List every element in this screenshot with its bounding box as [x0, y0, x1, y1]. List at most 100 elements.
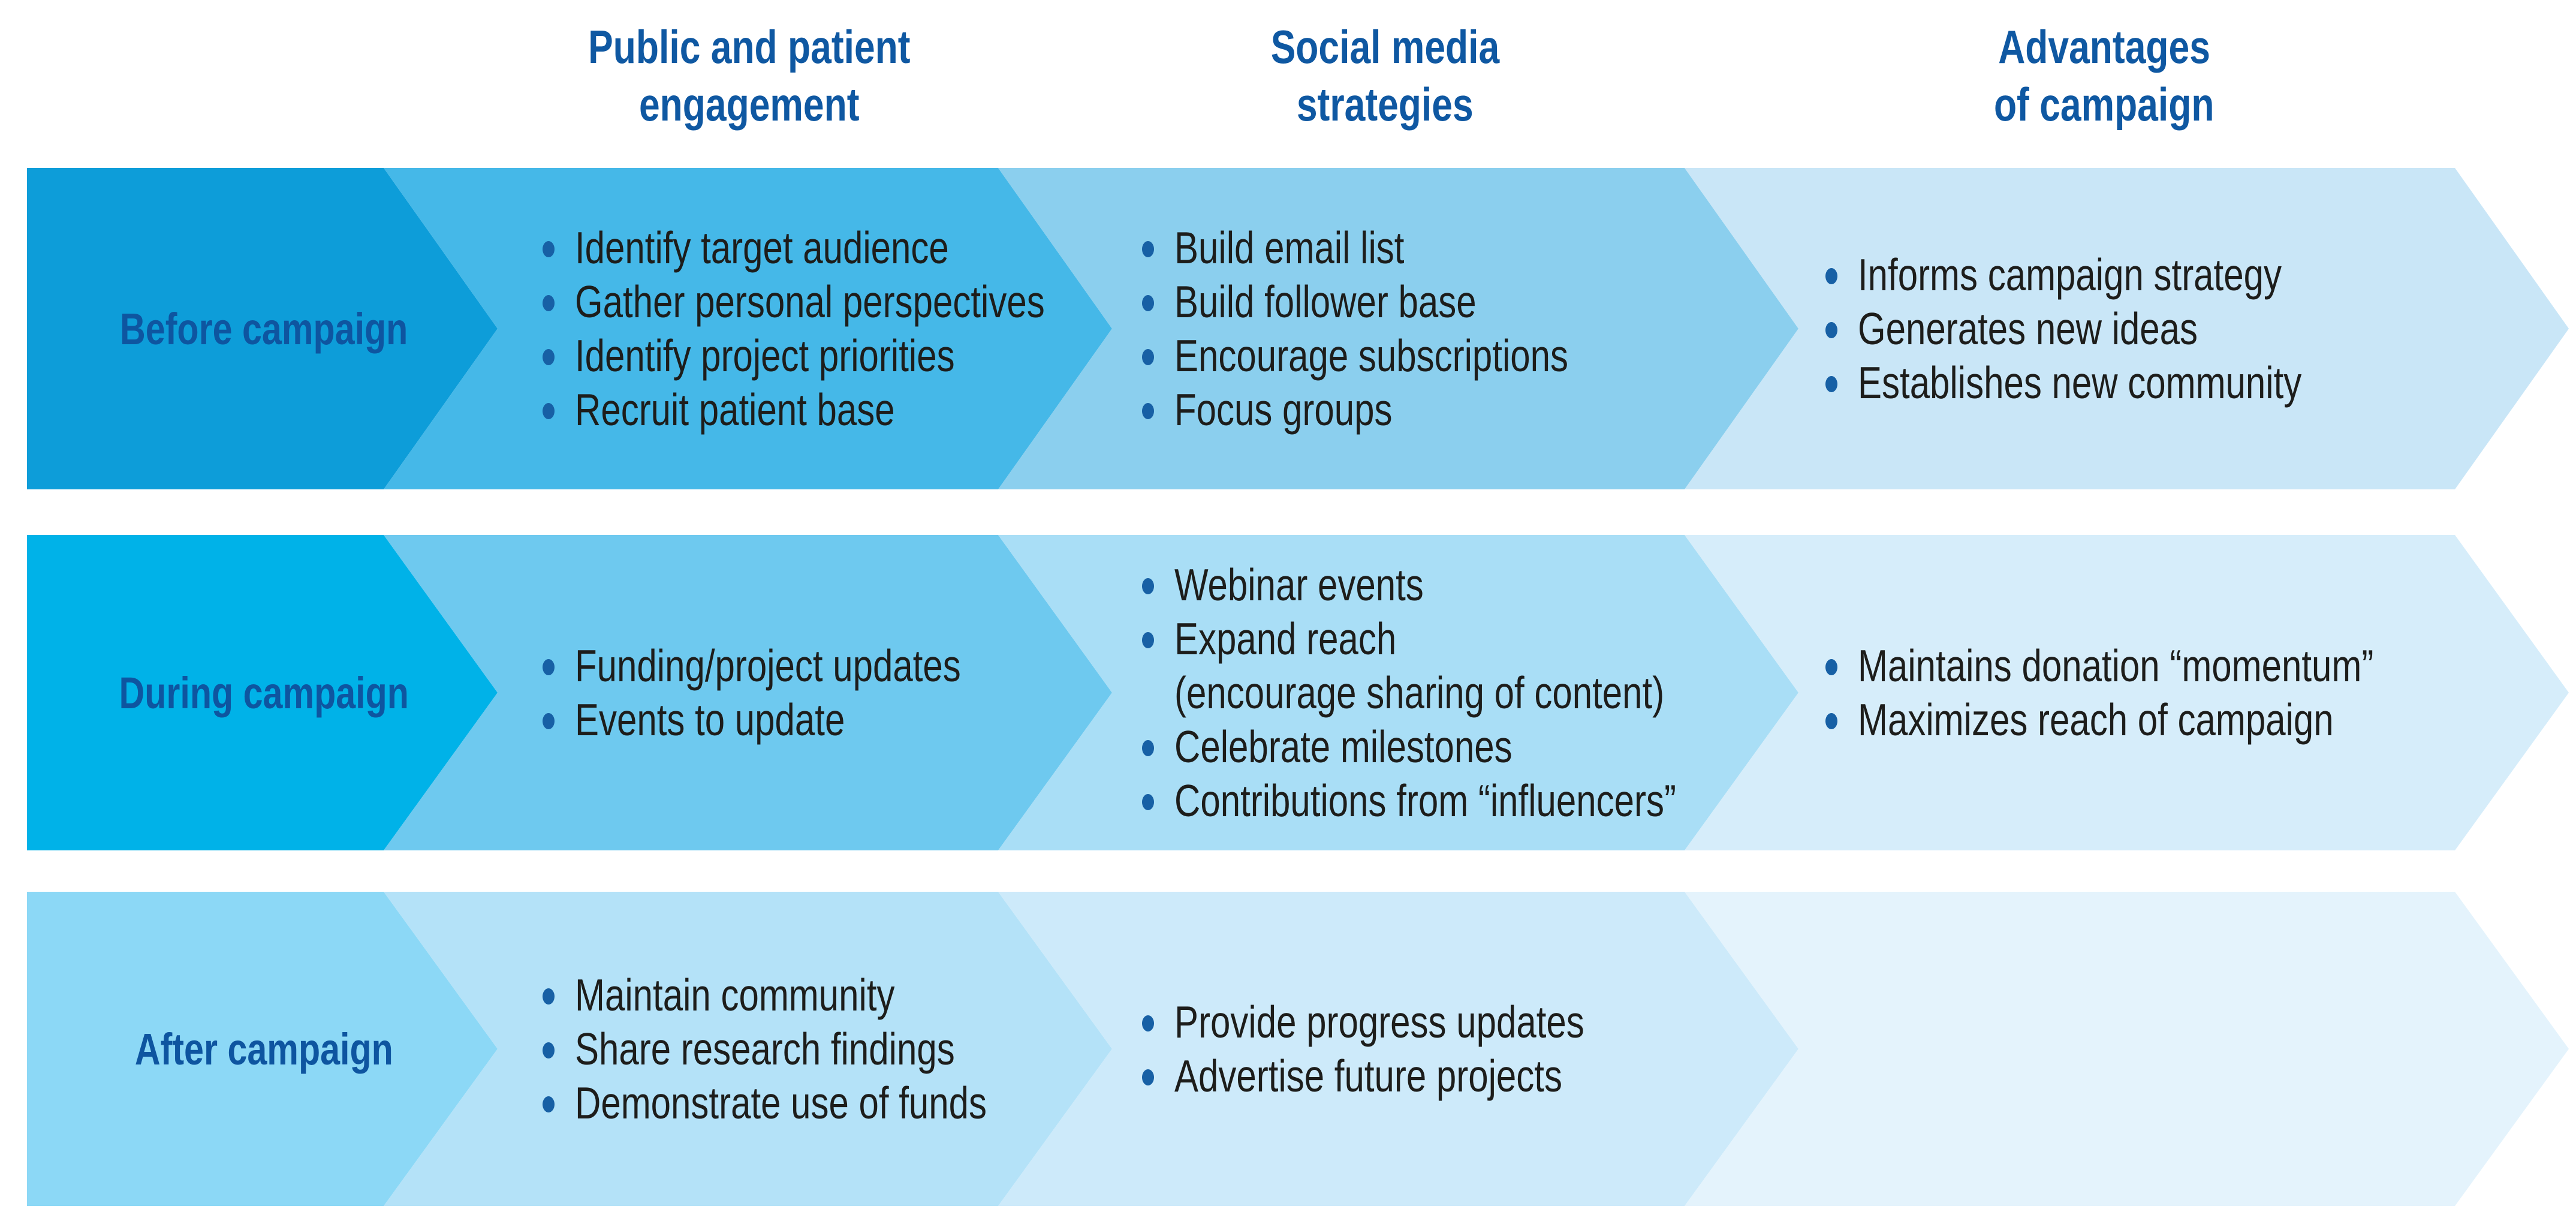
bullet-icon	[1142, 240, 1154, 257]
bullet-icon	[1142, 739, 1154, 756]
list-item: Advertise future projects	[1142, 1049, 1837, 1103]
list-item: Establishes new community	[1825, 356, 2563, 410]
bullet-icon	[1825, 375, 1837, 392]
chevron-segment-advantages	[1685, 535, 2569, 850]
bullet-icon	[1142, 631, 1154, 648]
list-item-text: (encourage sharing of content)	[1174, 667, 1665, 718]
list-item: Maximizes reach of campaign	[1825, 693, 2563, 747]
cell-before-social: Build email list Build follower base Enc…	[1142, 168, 1837, 489]
cell-after-engagement: Maintain community Share research findin…	[543, 892, 1118, 1206]
list-item-text: Demonstrate use of funds	[575, 1078, 987, 1128]
bullet-icon	[543, 348, 555, 365]
cell-before-engagement: Identify target audience Gather personal…	[543, 168, 1118, 489]
list-item-text: Contributions from “influencers”	[1174, 775, 1676, 826]
row-label: After campaign	[27, 892, 501, 1206]
list-item-text: Build follower base	[1174, 276, 1477, 327]
list-item: Contributions from “influencers”	[1142, 774, 1837, 828]
header-line: engagement	[639, 78, 860, 131]
row-label-text: After campaign	[134, 1024, 393, 1074]
bullet-icon	[1142, 578, 1154, 594]
chevron-segment-engagement	[384, 892, 1112, 1206]
list-item-text: Focus groups	[1174, 384, 1393, 435]
header-line: strategies	[1296, 78, 1474, 131]
bullet-icon	[543, 1042, 555, 1058]
bullet-icon	[543, 1096, 555, 1112]
list-item: Celebrate milestones	[1142, 720, 1837, 774]
list-item: Gather personal perspectives	[543, 275, 1118, 329]
bullet-icon	[1142, 294, 1154, 311]
list-item: Recruit patient base	[543, 383, 1118, 437]
header-line: Advantages	[1998, 20, 2210, 73]
column-header-advantages-of-campaign: Advantages of campaign	[1894, 18, 2314, 133]
list-item-text: Generates new ideas	[1858, 303, 2198, 354]
row-label-text: Before campaign	[119, 303, 408, 354]
list-item: Provide progress updates	[1142, 995, 1837, 1049]
list-item-text: Funding/project updates	[575, 640, 961, 691]
bullet-icon	[1825, 321, 1837, 338]
chevron-segment-engagement	[384, 168, 1112, 489]
list-item-text: Gather personal perspectives	[575, 276, 1045, 327]
list-item-text: Events to update	[575, 694, 845, 745]
row-label-text: During campaign	[119, 667, 409, 718]
chevron-segment-social	[998, 535, 1798, 850]
cell-during-advantages: Maintains donation “momentum” Maximizes …	[1825, 535, 2563, 850]
list-item-text: Informs campaign strategy	[1858, 249, 2282, 300]
chevron-segment-label	[27, 168, 498, 489]
column-header-social-media-strategies: Social media strategies	[1175, 18, 1595, 133]
bullet-icon	[1142, 793, 1154, 810]
list-item-text: Webinar events	[1174, 560, 1424, 610]
list-item: Build email list	[1142, 221, 1837, 275]
list-item: Generates new ideas	[1825, 302, 2563, 356]
list-item-text: Advertise future projects	[1174, 1051, 1562, 1101]
bullet-icon	[1825, 267, 1837, 284]
bullet-icon	[1142, 348, 1154, 365]
bullet-icon	[1142, 1015, 1154, 1031]
list-item: Maintains donation “momentum”	[1825, 639, 2563, 693]
list-item: (encourage sharing of content)	[1142, 666, 1837, 720]
bullet-icon	[543, 402, 555, 419]
list-item-text: Recruit patient base	[575, 384, 895, 435]
column-header-public-patient-engagement: Public and patient engagement	[540, 18, 959, 133]
chevron-segment-engagement	[384, 535, 1112, 850]
list-item: Expand reach	[1142, 612, 1837, 666]
list-item: Identify project priorities	[543, 329, 1118, 383]
bullet-icon	[543, 988, 555, 1005]
list-item: Encourage subscriptions	[1142, 329, 1837, 383]
list-item-text: Share research findings	[575, 1024, 955, 1074]
list-item-text: Maximizes reach of campaign	[1858, 694, 2334, 745]
header-line: Public and patient	[588, 20, 911, 73]
list-item-text: Identify project priorities	[575, 330, 955, 381]
row-label: Before campaign	[27, 168, 501, 489]
list-item-text: Maintain community	[575, 970, 895, 1020]
list-item-text: Build email list	[1174, 222, 1405, 273]
header-line: Social media	[1270, 20, 1499, 73]
list-item: Webinar events	[1142, 558, 1837, 612]
list-item: Maintain community	[543, 968, 1118, 1022]
list-item: Build follower base	[1142, 275, 1837, 329]
list-item-text: Identify target audience	[575, 222, 949, 273]
row-during-campaign: During campaign Funding/project updates …	[0, 535, 2576, 850]
list-item: Informs campaign strategy	[1825, 248, 2563, 302]
cell-during-social: Webinar events Expand reach (encourage s…	[1142, 535, 1837, 850]
list-item-text: Celebrate milestones	[1174, 721, 1513, 772]
bullet-icon	[543, 240, 555, 257]
header-line: of campaign	[1994, 78, 2215, 131]
row-after-campaign: After campaign Maintain community Share …	[0, 892, 2576, 1206]
list-item-text: Provide progress updates	[1174, 997, 1584, 1047]
list-item: Identify target audience	[543, 221, 1118, 275]
list-item-text: Encourage subscriptions	[1174, 330, 1569, 381]
chevron-segment-social	[998, 168, 1798, 489]
list-item-text: Maintains donation “momentum”	[1858, 640, 2374, 691]
cell-before-advantages: Informs campaign strategy Generates new …	[1825, 168, 2563, 489]
chevron-segment-label	[27, 535, 498, 850]
list-item-text: Expand reach	[1174, 613, 1397, 664]
list-item: Demonstrate use of funds	[543, 1076, 1118, 1130]
bullet-icon	[543, 294, 555, 311]
cell-after-advantages	[1825, 892, 2563, 1206]
list-item: Funding/project updates	[543, 639, 1118, 693]
chevron-segment-advantages	[1685, 892, 2569, 1206]
bullet-icon	[543, 712, 555, 729]
bullet-icon	[1142, 1069, 1154, 1085]
row-before-campaign: Before campaign Identify target audience…	[0, 168, 2576, 489]
